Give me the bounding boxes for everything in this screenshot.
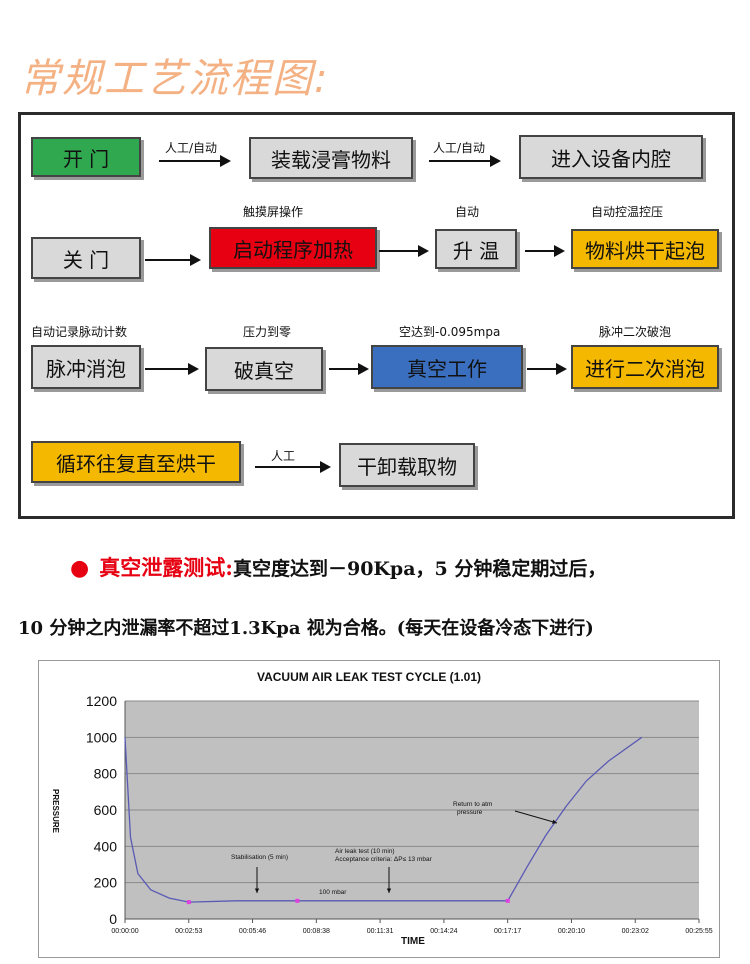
vacuum-work-box: 真空工作 xyxy=(371,345,523,389)
load-material-box: 装载浸膏物料 xyxy=(249,137,413,179)
x-tick-label: 00:00:00 xyxy=(111,928,138,935)
data-point-marker xyxy=(186,900,191,905)
open-door-box: 开 门 xyxy=(31,137,141,177)
y-tick-label: 1000 xyxy=(86,729,117,745)
y-tick-label: 800 xyxy=(94,766,118,782)
arrow-3 xyxy=(145,254,201,266)
annotation-air-leak-arrow-head xyxy=(386,888,392,893)
label-touch-screen: 触摸屏操作 xyxy=(243,205,304,219)
start-heat-box: 启动程序加热 xyxy=(209,227,377,269)
y-tick-label: 200 xyxy=(94,875,118,891)
annotation-level: 100 mbar xyxy=(319,889,347,896)
unload-box: 干卸载取物 xyxy=(339,443,475,487)
arrow-6 xyxy=(145,363,199,375)
arrow-1 xyxy=(159,155,231,167)
arrow-5 xyxy=(525,245,565,257)
label-auto-temp-pressure: 自动控温控压 xyxy=(591,205,664,219)
chart-title: VACUUM AIR LEAK TEST CYCLE (1.01) xyxy=(257,670,481,684)
page-heading: 常规工艺流程图: xyxy=(20,56,330,102)
x-tick-label: 00:14:24 xyxy=(430,928,457,935)
label-manual-auto-1: 人工/自动 xyxy=(165,141,218,155)
label-auto-record-pulse: 自动记录脉动计数 xyxy=(31,325,128,339)
second-defoam-box: 进行二次消泡 xyxy=(571,345,719,389)
leak-test-line-2: 10 分钟之内泄漏率不超过1.3Kpa 视为合格。(每天在设备冷态下进行) xyxy=(18,618,594,639)
annotation-return-1: Return to atm xyxy=(453,801,492,808)
label-pulse-second-break: 脉冲二次破泡 xyxy=(599,325,672,339)
x-tick-label: 00:20:10 xyxy=(558,928,585,935)
annotation-return-arrow-head xyxy=(552,819,557,824)
label-manual: 人工 xyxy=(271,449,296,463)
leak-test-chart: VACUUM AIR LEAK TEST CYCLE (1.01) 0 200 40… xyxy=(38,660,720,958)
enter-chamber-box: 进入设备内腔 xyxy=(519,135,703,179)
y-tick-label: 600 xyxy=(94,802,118,818)
leak-test-line-1: ● 真空泄露测试:真空度达到－90Kpa，5 分钟稳定期过后， xyxy=(70,552,606,582)
label-vacuum-to: 空达到-0.095mpa xyxy=(399,325,501,339)
x-tick-label: 00:02:53 xyxy=(175,928,202,935)
x-tick-label: 00:05:46 xyxy=(239,928,266,935)
x-tick-label: 00:08:38 xyxy=(303,928,330,935)
heat-up-box: 升 温 xyxy=(435,229,517,269)
process-flow-diagram: 开 门 人工/自动 装载浸膏物料 人工/自动 进入设备内腔 触摸屏操作 自动 自… xyxy=(18,112,735,519)
pressure-series-line xyxy=(124,736,643,903)
y-tick-label: 0 xyxy=(109,911,117,927)
annotation-return-2: pressure xyxy=(457,809,483,816)
annotation-stabilisation-arrow-head xyxy=(254,888,260,893)
x-tick-label: 00:17:17 xyxy=(494,928,521,935)
y-tick-label: 400 xyxy=(94,838,118,854)
arrow-2 xyxy=(429,155,501,167)
bullet-icon: ● xyxy=(70,555,90,581)
arrow-4 xyxy=(379,245,429,257)
label-manual-auto-2: 人工/自动 xyxy=(433,141,486,155)
arrow-7 xyxy=(329,363,369,375)
leak-test-title: 真空泄露测试: xyxy=(99,555,233,580)
data-point-marker xyxy=(295,898,300,903)
label-auto: 自动 xyxy=(455,205,480,219)
label-pressure-zero: 压力到零 xyxy=(243,325,292,339)
y-tick-label: 1200 xyxy=(86,693,117,709)
dry-foam-box: 物料烘干起泡 xyxy=(571,229,719,269)
x-tick-label: 00:11:31 xyxy=(367,928,394,935)
x-tick-label: 00:25:55 xyxy=(685,928,712,935)
close-door-box: 关 门 xyxy=(31,237,141,279)
x-tick-label: 00:23:02 xyxy=(622,928,649,935)
loop-dry-box: 循环往复直至烘干 xyxy=(31,441,241,483)
arrow-9 xyxy=(255,461,331,473)
data-point-marker xyxy=(505,898,510,903)
x-axis-label: TIME xyxy=(401,936,425,947)
break-vacuum-box: 破真空 xyxy=(205,347,323,391)
annotation-air-leak-1: Air leak test (10 min) xyxy=(335,848,395,855)
arrow-8 xyxy=(527,363,567,375)
leak-test-criteria-1: 真空度达到－90Kpa，5 分钟稳定期过后， xyxy=(232,558,607,580)
pulse-defoam-box: 脉冲消泡 xyxy=(31,345,141,389)
chart-svg: VACUUM AIR LEAK TEST CYCLE (1.01) 0 200 40… xyxy=(51,670,713,947)
annotation-return-arrow xyxy=(514,810,558,824)
y-axis-label: PRESSURE xyxy=(51,789,60,834)
annotation-stabilisation: Stabilisation (5 min) xyxy=(231,854,288,861)
annotation-air-leak-2: Acceptance criteria: ΔP≤ 13 mbar xyxy=(335,856,433,863)
